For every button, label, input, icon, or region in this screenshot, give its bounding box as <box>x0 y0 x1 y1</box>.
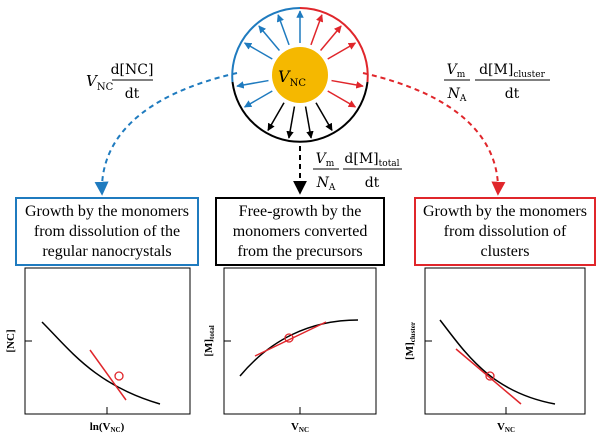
radial-arrow-black <box>315 102 333 132</box>
tangent-point <box>284 333 294 343</box>
radial-arrow-blue <box>243 90 273 108</box>
radial-arrow-red <box>327 42 357 60</box>
radial-arrow-blue <box>243 42 273 60</box>
box-line: Growth by the monomers <box>423 202 587 220</box>
box-line: Free-growth by the <box>238 202 362 220</box>
radial-arrow-red <box>310 14 324 46</box>
box-line: clusters <box>480 242 530 260</box>
ring-arc-red <box>299 7 369 83</box>
plot-curve <box>239 319 359 377</box>
radial-arrow-blue <box>236 79 269 89</box>
radial-arrow-black <box>286 106 296 139</box>
plot-frame <box>424 267 586 415</box>
ring-arc-black <box>231 81 369 143</box>
nanocrystal-core <box>272 47 328 103</box>
box-line: from dissolution of <box>443 222 567 240</box>
ring-spokes <box>236 10 364 139</box>
y-axis-label: [M]total <box>203 325 216 356</box>
y-axis-label: [NC] <box>5 329 17 352</box>
red-dashed-arrow <box>362 72 506 196</box>
svg-text:Vm: Vm <box>316 151 335 169</box>
tangent-point <box>114 371 124 381</box>
box-line: from the precursors <box>237 242 363 260</box>
radial-arrow-red <box>319 25 342 51</box>
radial-arrow-blue <box>276 14 290 46</box>
box-clusters: Growth by the monomers from dissolution … <box>414 197 596 266</box>
svg-text:Vm: Vm <box>447 62 466 80</box>
box-line: from dissolution of the <box>33 222 181 240</box>
x-axis-label: ln(VNC) <box>90 421 125 434</box>
x-axis-label: VNC <box>291 421 309 434</box>
svg-text:d[M]cluster: d[M]cluster <box>479 62 546 80</box>
tangent-point <box>485 371 495 381</box>
plot-curve <box>41 321 161 405</box>
y-axis-label: [M]cluster <box>404 322 417 360</box>
svg-text:d[NC]: d[NC] <box>111 62 154 78</box>
rate-expression-right: Vm NA d[M]cluster dt <box>444 62 550 104</box>
box-line: monomers converted <box>232 222 368 240</box>
blue-dashed-arrow <box>94 72 238 196</box>
box-regular-nanocrystals: Growth by the monomers from dissolution … <box>15 197 199 266</box>
rate-expression-left: VNC d[NC] dt <box>86 62 153 102</box>
svg-text:dt: dt <box>125 86 140 102</box>
plot-frame <box>24 267 191 415</box>
plot-regular-nanocrystals: [NC] ln(VNC) <box>5 267 191 434</box>
svg-text:NA: NA <box>316 175 336 193</box>
radial-arrow-blue <box>258 25 281 51</box>
svg-text:d[M]total: d[M]total <box>344 151 399 169</box>
ring-arc-blue <box>231 7 301 83</box>
rate-expression-middle: Vm NA d[M]total dt <box>313 151 402 193</box>
tangent-line <box>89 349 127 401</box>
plot-clusters: [M]cluster VNC <box>404 267 586 434</box>
tangent-line <box>254 321 327 357</box>
box-precursors: Free-growth by the monomers converted fr… <box>215 197 385 266</box>
radial-arrow-black <box>304 106 314 139</box>
box-line: regular nanocrystals <box>42 242 172 260</box>
tangent-line <box>455 348 522 405</box>
box-line: Growth by the monomers <box>25 202 189 220</box>
radial-arrow-red <box>327 90 357 108</box>
radial-arrow-black <box>267 102 285 132</box>
x-axis-label: VNC <box>497 421 515 434</box>
svg-text:dt: dt <box>505 86 520 102</box>
nanocrystal-ring: VNC <box>231 7 369 143</box>
plot-precursors: [M]total VNC <box>203 267 377 434</box>
svg-text:NA: NA <box>447 86 467 104</box>
center-label: VNC <box>278 67 306 89</box>
svg-text:VNC: VNC <box>86 72 114 93</box>
radial-arrow-red <box>331 79 364 89</box>
svg-text:dt: dt <box>365 175 380 191</box>
plot-curve <box>439 319 556 405</box>
plot-frame <box>223 267 377 415</box>
